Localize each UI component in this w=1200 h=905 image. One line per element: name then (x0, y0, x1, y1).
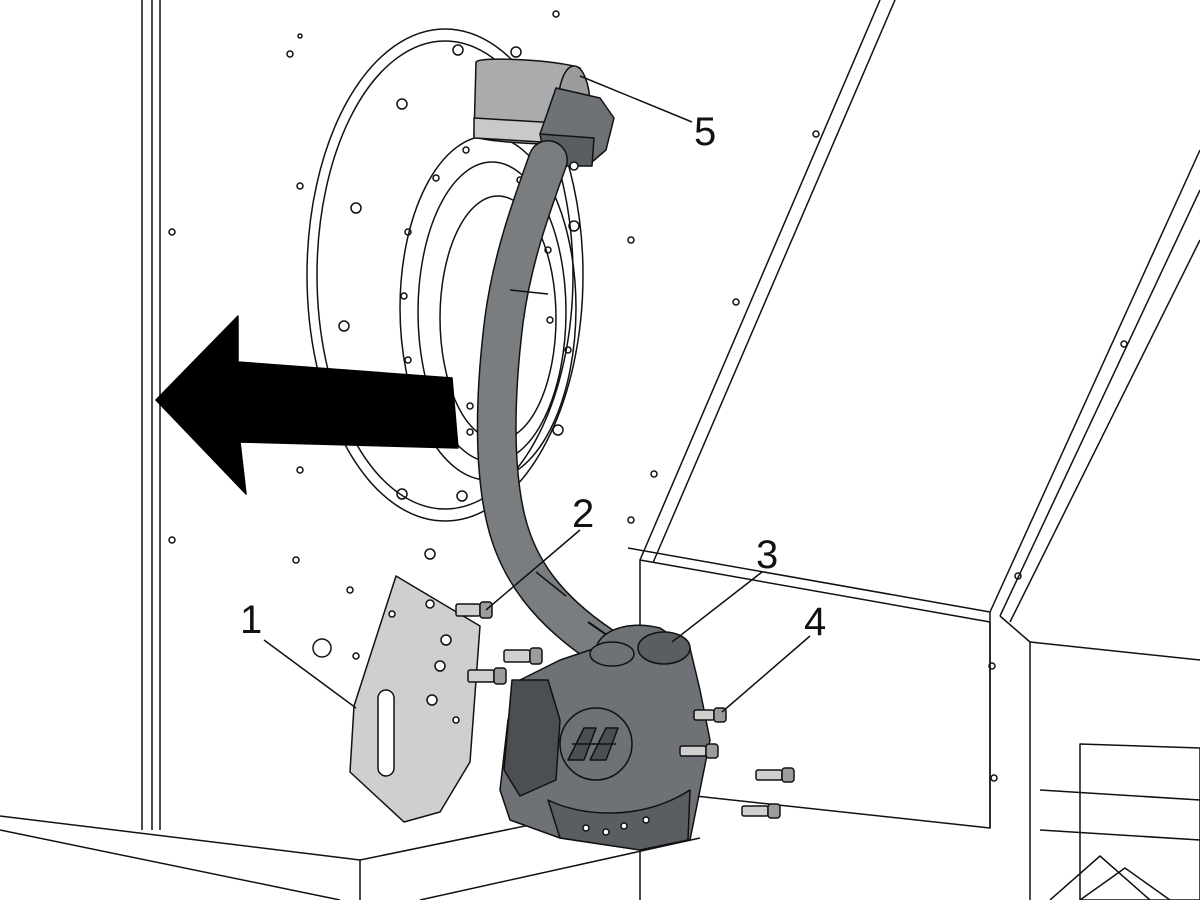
callout-3: 3 (756, 533, 779, 577)
leader-line-3 (671, 571, 763, 643)
spindle-flange (306, 28, 584, 522)
leader-line-5 (579, 75, 693, 123)
screws-part-2 (455, 601, 543, 685)
leader-line-1 (263, 639, 357, 709)
callout-5: 5 (694, 110, 717, 154)
leader-line-4 (721, 635, 811, 713)
leader-lines (263, 75, 811, 713)
leader-line-2 (485, 529, 581, 611)
callout-4: 4 (804, 600, 827, 644)
mounting-plate-part-1 (349, 575, 481, 823)
callout-2: 2 (572, 492, 595, 536)
direction-arrow (155, 315, 459, 495)
right-guard (627, 149, 1200, 901)
callout-1: 1 (240, 598, 263, 642)
spindle-motor-part-3 (499, 624, 711, 851)
machine-back-panel (141, 0, 1128, 830)
